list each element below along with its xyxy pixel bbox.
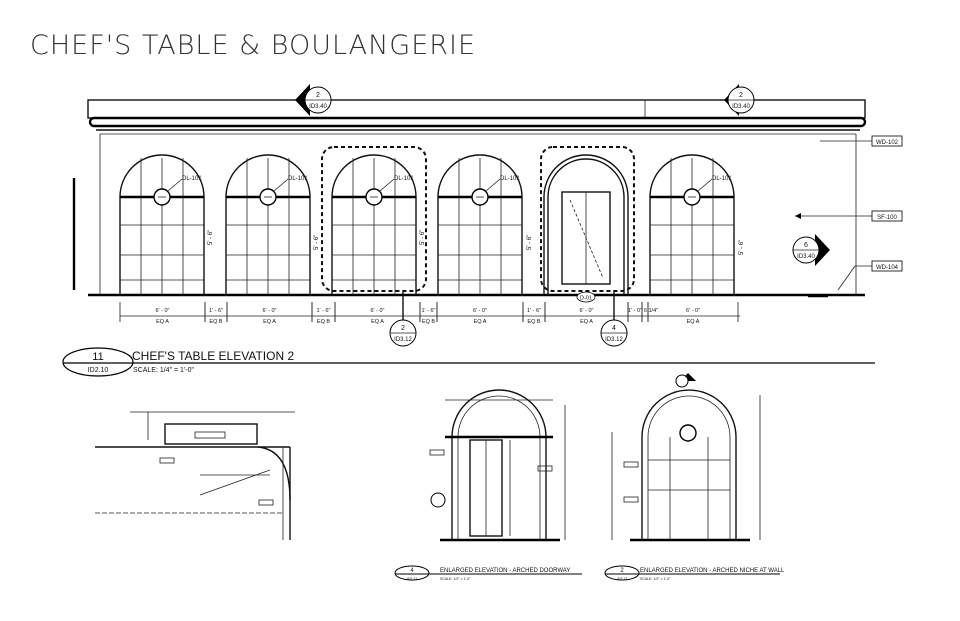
height-dimension: 5' - 6"	[314, 235, 320, 250]
height-dimension: 5' - 6"	[739, 240, 745, 255]
dimension-eq: EQ A	[371, 319, 384, 325]
light-label: DL-101	[288, 176, 308, 182]
dimension-value: 6' - 0"	[155, 308, 169, 314]
plan-detail	[95, 411, 295, 540]
svg-text:2: 2	[739, 92, 743, 99]
light-label: DL-101	[712, 176, 732, 182]
height-dimension: 5' - 6"	[527, 235, 533, 250]
dimension-value: 6' - 0"	[262, 308, 276, 314]
arch-window: DL-101	[119, 154, 205, 295]
svg-text:ID3.12: ID3.12	[605, 337, 623, 343]
svg-text:SCALE: 1/2" = 1'-0": SCALE: 1/2" = 1'-0"	[440, 577, 471, 581]
arch-window: DL-101	[331, 154, 417, 295]
arch-window: DL-101	[649, 154, 735, 295]
dimension-eq: EQ A	[263, 319, 276, 325]
dimension-value: 6' - 0"	[686, 308, 700, 314]
arch-window	[543, 154, 629, 295]
svg-text:WD-104: WD-104	[876, 265, 899, 271]
tag-sf-100[interactable]: SF-100	[795, 210, 903, 222]
dimension-value: 1' - 6"	[421, 308, 435, 314]
svg-text:ENLARGED ELEVATION - ARCHED NI: ENLARGED ELEVATION - ARCHED NICHE AT WAL…	[640, 568, 785, 574]
section-marker[interactable]: 2 ID3.40	[295, 84, 332, 116]
arch-window: DL-101	[437, 154, 523, 295]
dimension-eq: EQ B	[527, 319, 540, 325]
view-sheet: ID2.10	[88, 367, 109, 374]
view-title: 11 ID2.10 CHEF'S TABLE ELEVATION 2 SCALE…	[62, 347, 875, 377]
light-label: DL-101	[500, 176, 520, 182]
view-name: CHEF'S TABLE ELEVATION 2	[132, 349, 294, 363]
dimension-eq: EQ A	[580, 319, 593, 325]
arched-niche-detail	[611, 373, 761, 542]
elevation-drawing: DL-101 DL-101 DL-101 DL-101 DL-101	[72, 99, 867, 298]
svg-text:WD-102: WD-102	[876, 140, 899, 146]
dimension-segment: 1' - 6" EQ B	[311, 302, 336, 325]
dimension-segment: 6' - 0" EQ A	[119, 302, 206, 325]
dimension-value: 1' - 6"	[316, 308, 330, 314]
dimension-segment: 6' - 0" EQ A	[436, 302, 524, 325]
tag-wd-102[interactable]: WD-102	[820, 135, 903, 147]
svg-text:4: 4	[410, 568, 414, 574]
svg-text:ID3.12: ID3.12	[407, 577, 417, 581]
dimension-segment: 1' - 6" EQ B	[522, 302, 546, 325]
svg-text:2: 2	[620, 568, 624, 574]
light-label: DL-101	[394, 176, 414, 182]
dimension-segment: 6' - 0" EQ A	[647, 302, 739, 325]
arch-window: DL-101	[225, 154, 311, 295]
svg-text:2: 2	[401, 325, 405, 332]
view-scale: SCALE: 1/4" = 1'-0"	[133, 367, 194, 374]
svg-text:6: 6	[804, 242, 808, 249]
height-dimension: 5' - 6"	[420, 230, 426, 245]
section-marker[interactable]: 2 ID3.40	[724, 84, 755, 116]
dimension-value: 6' - 0"	[579, 308, 593, 314]
detail-title: 4 ID3.12 ENLARGED ELEVATION - ARCHED DOO…	[394, 565, 582, 581]
detail-boundary	[540, 146, 635, 292]
dimension-eq: EQ B	[422, 319, 435, 325]
svg-text:ENLARGED ELEVATION - ARCHED DO: ENLARGED ELEVATION - ARCHED DOORWAY	[440, 568, 570, 574]
dimension-eq: EQ A	[156, 319, 169, 325]
dimension-segment: 1' - 6" EQ B	[419, 302, 438, 325]
dimension-value: 1' - 0"	[628, 308, 642, 314]
svg-text:SF-100: SF-100	[877, 215, 897, 221]
detail-callout[interactable]: 2 ID3.12	[389, 290, 417, 347]
dimension-value: 1' - 6"	[209, 308, 223, 314]
view-number: 11	[92, 351, 103, 363]
dimension-eq: EQ A	[474, 319, 487, 325]
svg-text:ID3.12: ID3.12	[617, 577, 627, 581]
height-dimension: 5' - 6"	[208, 230, 214, 245]
dimension-value: 1' - 6"	[527, 308, 541, 314]
dimension-segment: 1' - 6" EQ B	[204, 302, 228, 325]
svg-text:ID3.40: ID3.40	[732, 104, 750, 110]
svg-text:2: 2	[316, 92, 320, 99]
svg-text:D-01: D-01	[580, 296, 592, 302]
light-label: DL-101	[182, 176, 202, 182]
svg-text:4: 4	[612, 325, 616, 332]
dimension-value: 6' - 0"	[473, 308, 487, 314]
tag-wd-104[interactable]: WD-104	[837, 260, 903, 291]
arched-doorway-detail	[429, 389, 566, 542]
dimension-eq: EQ B	[209, 319, 222, 325]
svg-text:ID3.40: ID3.40	[797, 254, 815, 260]
dimension-value: 6' - 0"	[370, 308, 384, 314]
section-marker[interactable]: 6 ID3.40	[792, 234, 830, 266]
dimension-segment: 6 1/4"	[641, 302, 658, 322]
dimension-eq: EQ B	[317, 319, 330, 325]
dimension-value: 6 1/4"	[644, 308, 658, 314]
svg-text:SCALE: 1/2" = 1'-0": SCALE: 1/2" = 1'-0"	[640, 577, 671, 581]
detail-title: 2 ID3.12 ENLARGED ELEVATION - ARCHED NIC…	[604, 565, 785, 581]
svg-text:ID3.40: ID3.40	[309, 104, 327, 110]
dimension-segment: 1' - 0"	[627, 302, 643, 322]
door-tag[interactable]: D-01	[576, 291, 596, 303]
svg-text:ID3.12: ID3.12	[394, 337, 412, 343]
dimension-eq: EQ A	[687, 319, 700, 325]
dimension-segment: 6' - 0" EQ A	[226, 302, 313, 325]
detail-callout[interactable]: 4 ID3.12	[600, 290, 628, 347]
sheet-title: CHEF'S TABLE & BOULANGERIE	[30, 30, 477, 61]
